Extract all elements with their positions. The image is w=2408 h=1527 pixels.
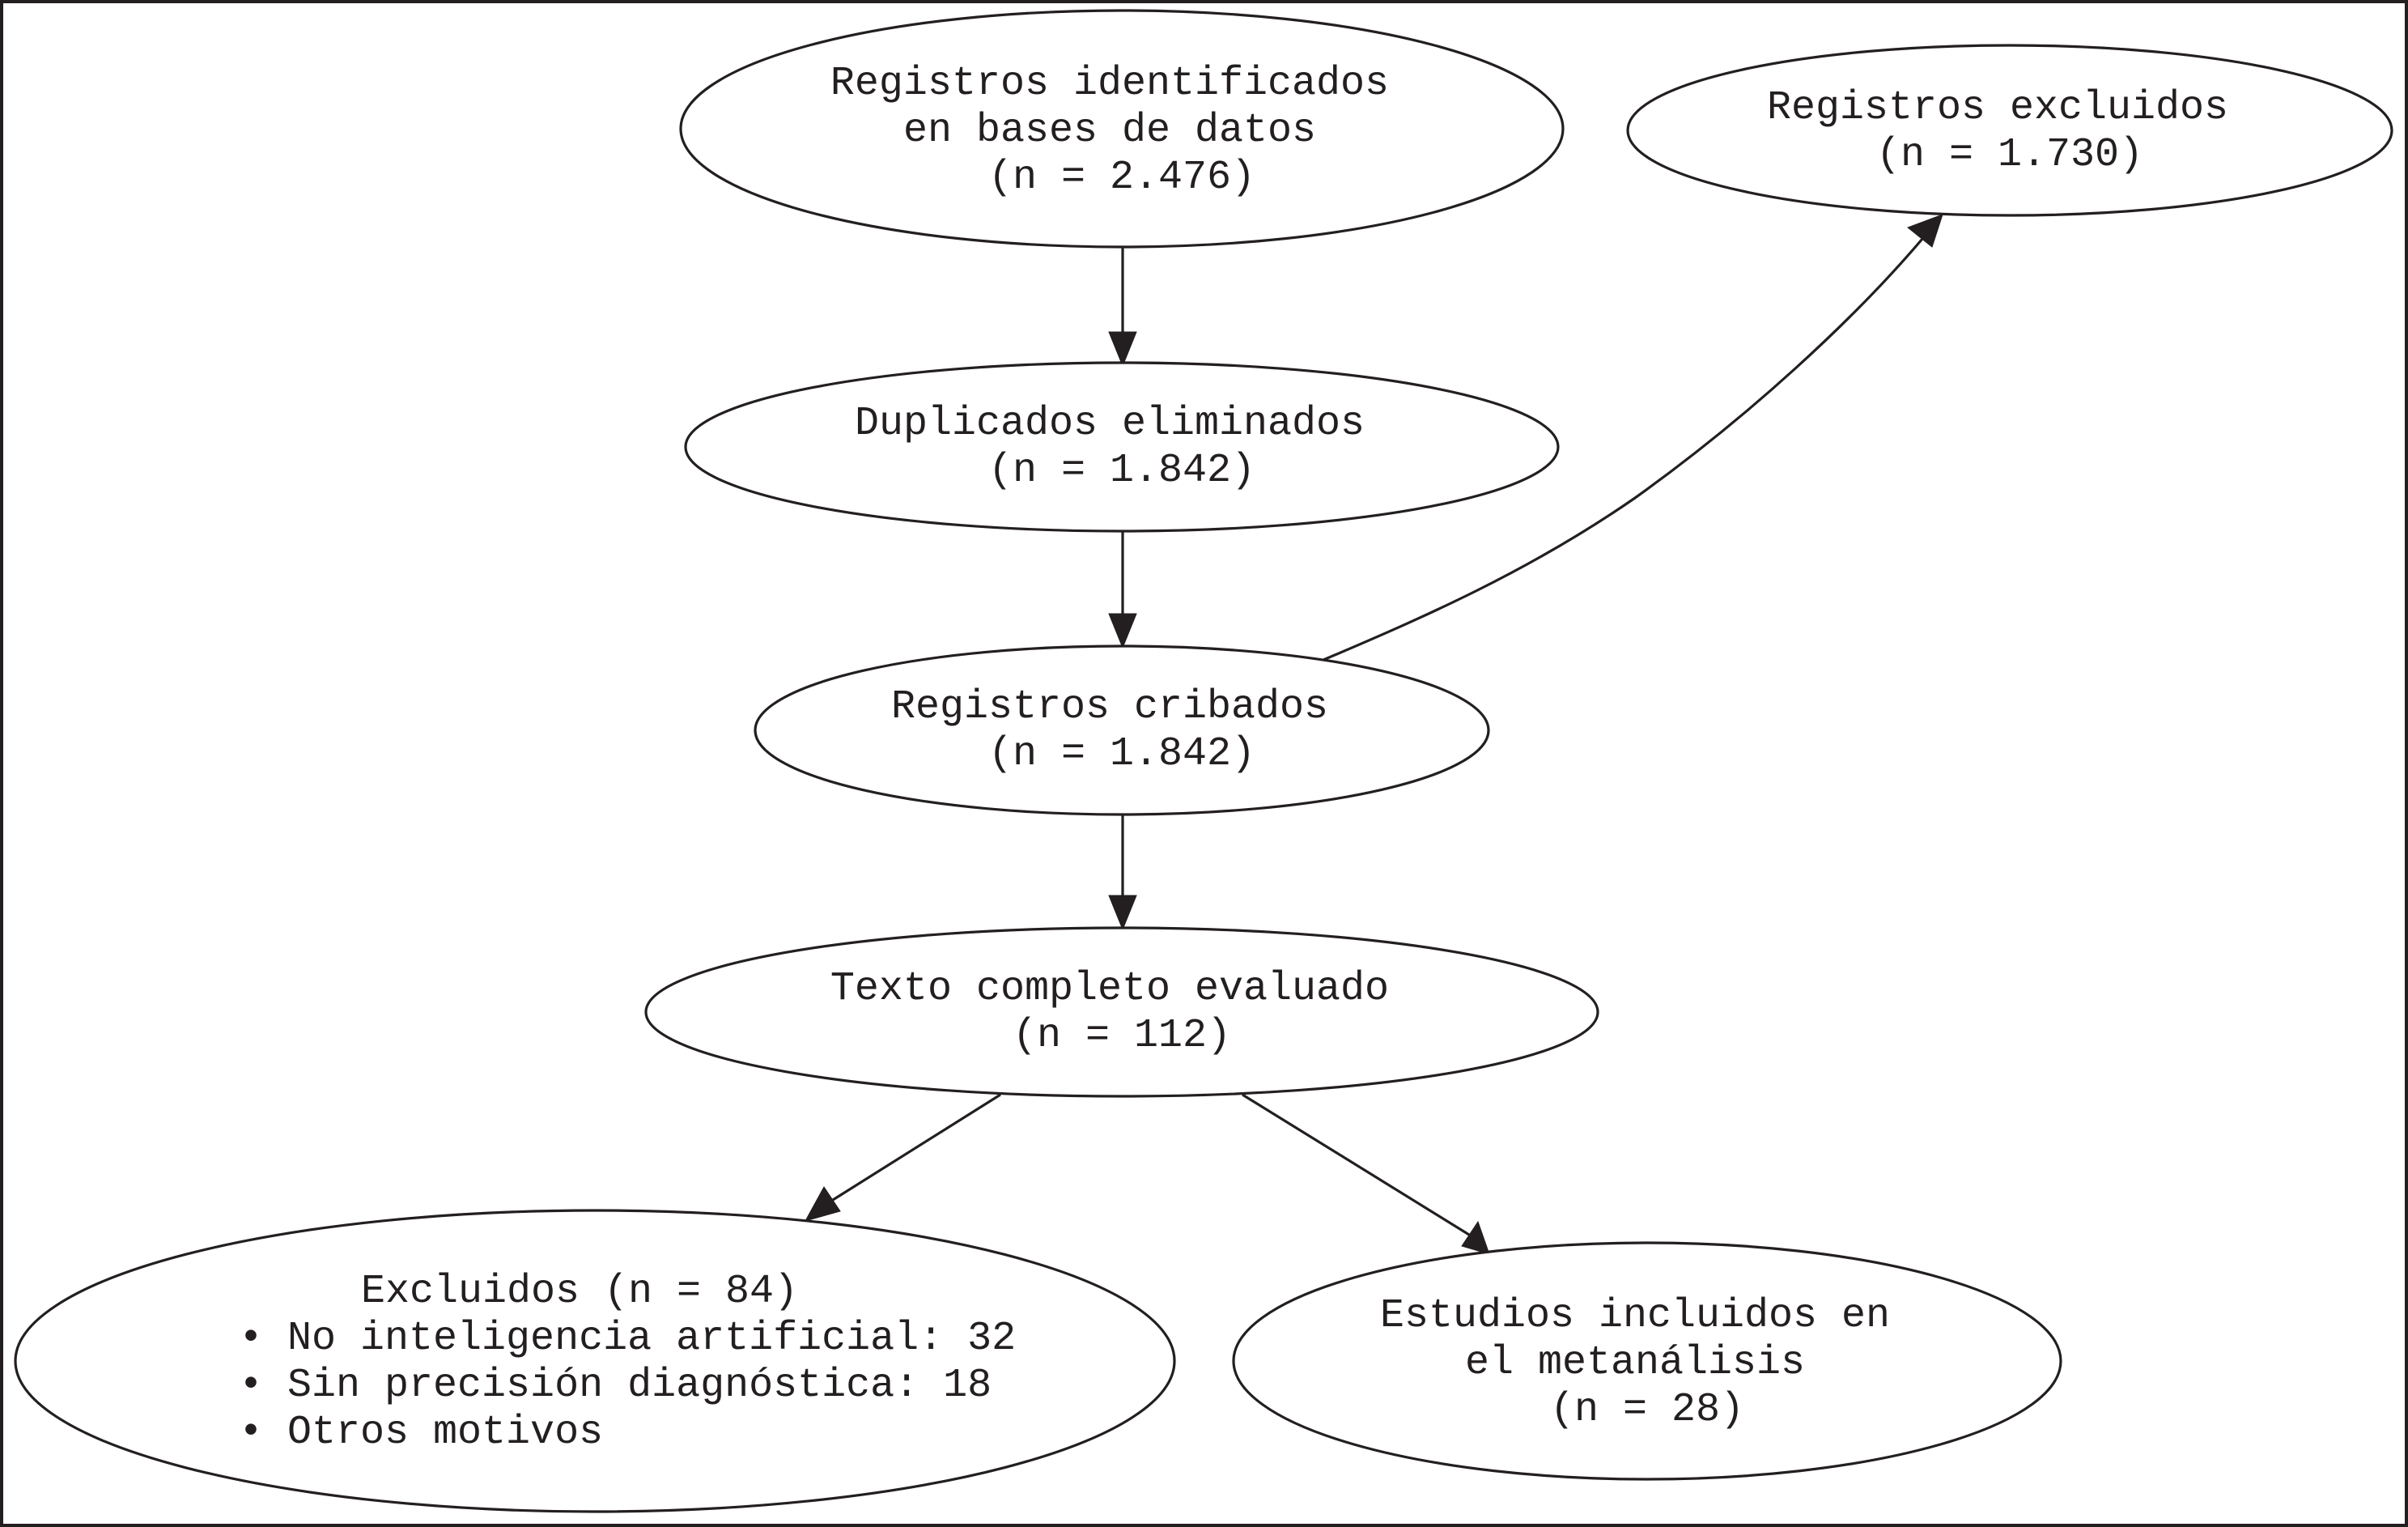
node-records-excluded-shape bbox=[1626, 44, 2393, 217]
arrowhead-excluded-fulltext bbox=[804, 1186, 841, 1222]
node-fulltext-assessed-shape bbox=[644, 926, 1599, 1098]
arrowhead-fulltext bbox=[1108, 895, 1137, 931]
node-studies-included-label: Estudios incluidos en el metanálisis (n … bbox=[1380, 1293, 1914, 1433]
node-fulltext-assessed-line-1: Texto completo evaluado bbox=[830, 966, 1389, 1012]
edges bbox=[804, 214, 1943, 1255]
node-duplicates-removed-label: Duplicados eliminados (n = 1.842) bbox=[855, 401, 1389, 494]
arrowhead-excluded-records bbox=[1906, 214, 1943, 248]
node-records-identified-line-1: Registros identificados bbox=[830, 61, 1389, 107]
node-fulltext-assessed-label: Texto completo evaluado (n = 112) bbox=[830, 966, 1413, 1059]
node-records-identified: Registros identificados en bases de dato… bbox=[679, 9, 1565, 249]
node-fulltext-excluded-reason-1: • No inteligencia artificial: 32 bbox=[239, 1316, 1016, 1362]
node-records-excluded-label: Registros excluidos (n = 1.730) bbox=[1767, 85, 2253, 178]
edge-fulltext-to-excluded-fulltext bbox=[832, 1093, 1001, 1202]
arrowhead-duplicates bbox=[1108, 331, 1137, 368]
node-records-screened-label: Registros cribados (n = 1.842) bbox=[891, 684, 1353, 777]
node-records-excluded: Registros excluidos (n = 1.730) bbox=[1626, 44, 2393, 217]
node-studies-included: Estudios incluidos en el metanálisis (n … bbox=[1232, 1241, 2062, 1481]
node-records-screened-shape bbox=[754, 644, 1490, 816]
node-studies-included-shape bbox=[1232, 1241, 2062, 1481]
node-duplicates-removed-line-1: Duplicados eliminados bbox=[855, 401, 1365, 447]
node-fulltext-assessed-line-2: (n = 112) bbox=[1013, 1013, 1231, 1059]
node-fulltext-excluded-reason-2: • Sin precisión diagnóstica: 18 bbox=[239, 1363, 992, 1409]
node-records-screened-line-1: Registros cribados bbox=[891, 684, 1328, 730]
node-duplicates-removed: Duplicados eliminados (n = 1.842) bbox=[684, 361, 1560, 533]
node-records-identified-shape bbox=[679, 9, 1565, 249]
node-records-screened-line-2: (n = 1.842) bbox=[988, 731, 1255, 777]
node-fulltext-excluded-heading: Excluidos (n = 84) bbox=[361, 1269, 798, 1315]
node-studies-included-line-2: el metanálisis bbox=[1465, 1340, 1805, 1386]
node-studies-included-line-1: Estudios incluidos en bbox=[1380, 1293, 1890, 1339]
arrowhead-included bbox=[1461, 1220, 1490, 1255]
arrowhead-screened bbox=[1108, 613, 1137, 649]
node-fulltext-excluded-label: Excluidos (n = 84) • No inteligencia art… bbox=[239, 1269, 1040, 1456]
node-fulltext-excluded-shape bbox=[14, 1209, 1176, 1513]
edge-fulltext-to-included bbox=[1242, 1093, 1470, 1236]
node-records-identified-label: Registros identificados en bases de dato… bbox=[830, 61, 1413, 201]
node-records-excluded-line-2: (n = 1.730) bbox=[1876, 132, 2143, 178]
node-duplicates-removed-line-2: (n = 1.842) bbox=[988, 448, 1255, 494]
node-studies-included-line-3: (n = 28) bbox=[1550, 1387, 1744, 1433]
node-records-excluded-line-1: Registros excluidos bbox=[1767, 85, 2228, 131]
node-fulltext-assessed: Texto completo evaluado (n = 112) bbox=[644, 926, 1599, 1098]
node-records-identified-line-2: en bases de datos bbox=[903, 108, 1316, 154]
node-fulltext-excluded: Excluidos (n = 84) • No inteligencia art… bbox=[14, 1209, 1176, 1513]
edge-screened-to-excluded-records bbox=[1323, 237, 1924, 661]
node-records-identified-line-3: (n = 2.476) bbox=[988, 155, 1255, 201]
node-duplicates-removed-shape bbox=[684, 361, 1560, 533]
node-fulltext-excluded-reason-3: • Otros motivos bbox=[239, 1410, 603, 1456]
node-records-screened: Registros cribados (n = 1.842) bbox=[754, 644, 1490, 816]
